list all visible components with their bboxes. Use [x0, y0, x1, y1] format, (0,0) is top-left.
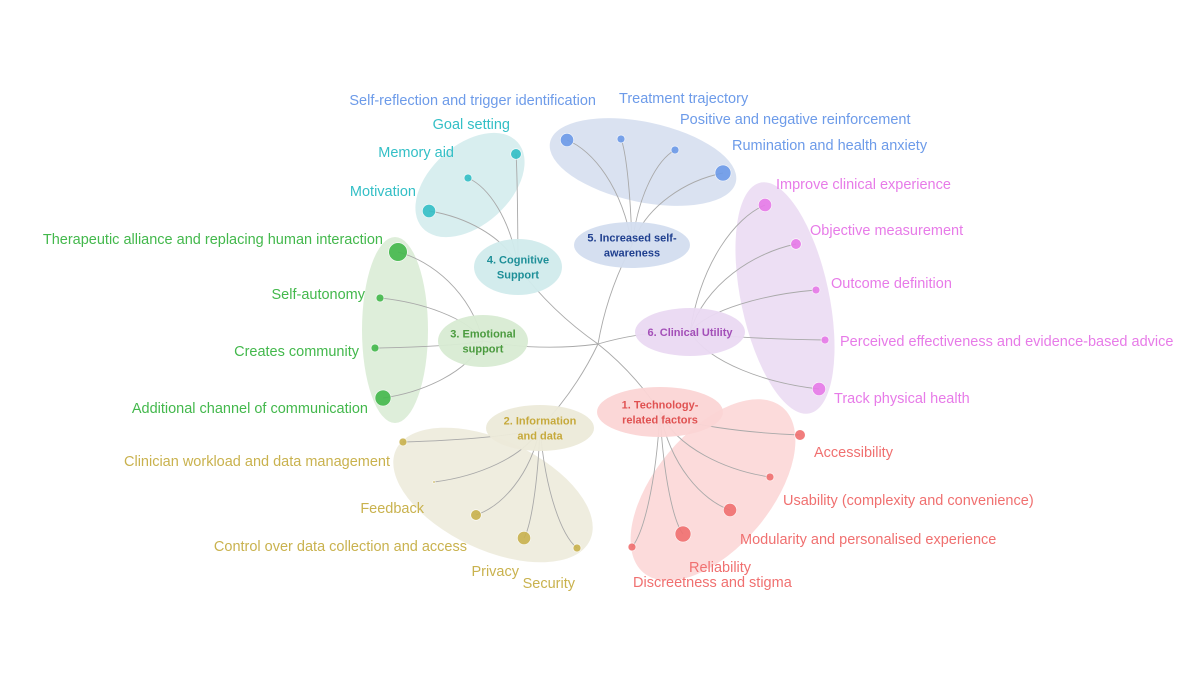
theme-label-increased-self-awareness-line-2: awareness [604, 248, 660, 260]
theme-label-emotional-support-line-1: 3. Emotional [450, 329, 515, 341]
leaf-label-clinician-workload-and-data-management: Clinician workload and data management [124, 454, 390, 470]
leaf-node-usability-complexity-and-convenience[interactable] [765, 472, 775, 482]
leaf-label-modularity-and-personalised-experience: Modularity and personalised experience [740, 532, 996, 548]
leaf-node-track-physical-health[interactable] [812, 382, 826, 396]
leaf-label-additional-channel-of-communication: Additional channel of communication [132, 401, 368, 417]
leaf-node-modularity-and-personalised-experience[interactable] [723, 503, 737, 517]
theme-label-cognitive-support-line-2: Support [497, 270, 539, 282]
leaf-label-perceived-effectiveness-and-evidence-based-advice: Perceived effectiveness and evidence-bas… [840, 334, 1173, 350]
leaf-clusters [362, 118, 835, 581]
leaf-node-privacy[interactable] [517, 531, 531, 545]
leaf-label-security: Security [523, 576, 576, 592]
theme-node-cognitive-support[interactable] [474, 239, 562, 295]
theme-node-emotional-support[interactable] [438, 315, 528, 367]
leaf-label-privacy: Privacy [471, 564, 519, 580]
leaf-node-objective-measurement[interactable] [790, 238, 802, 250]
theme-node-technology-related-factors[interactable] [597, 387, 723, 437]
leaf-nodes [370, 133, 830, 553]
leaf-node-feedback[interactable] [432, 480, 436, 484]
leaf-node-creates-community[interactable] [370, 343, 380, 353]
leaf-node-perceived-effectiveness-and-evidence-based-advice[interactable] [820, 335, 830, 345]
leaf-label-discreetness-and-stigma: Discreetness and stigma [633, 575, 793, 591]
leaf-label-outcome-definition: Outcome definition [831, 276, 952, 292]
leaf-node-rumination-and-health-anxiety[interactable] [714, 164, 732, 182]
leaf-label-objective-measurement: Objective measurement [810, 223, 963, 239]
theme-label-information-and-data-line-1: 2. Information [504, 416, 577, 428]
theme-node-increased-self-awareness[interactable] [574, 222, 690, 268]
cluster-cognitive-support [415, 132, 525, 238]
leaf-label-treatment-trajectory: Treatment trajectory [619, 91, 749, 107]
leaf-node-improve-clinical-experience[interactable] [758, 198, 772, 212]
leaf-node-security[interactable] [572, 543, 582, 553]
theme-label-information-and-data-line-2: and data [517, 431, 563, 443]
theme-node-clinical-utility[interactable] [635, 308, 745, 356]
theme-nodes: 1. Technology-related factors 2. Informat… [438, 222, 745, 451]
theme-label-technology-related-factors-line-1: 1. Technology- [622, 400, 699, 412]
leaf-label-reliability: Reliability [689, 560, 752, 576]
leaf-node-goal-setting[interactable] [510, 148, 522, 160]
theme-label-clinical-utility-line-1: 6. Clinical Utility [648, 327, 734, 339]
cluster-clinical-utility [735, 182, 835, 414]
leaf-node-accessibility[interactable] [794, 429, 806, 441]
leaf-node-positive-and-negative-reinforcement[interactable] [670, 145, 680, 155]
leaf-node-reliability[interactable] [674, 525, 692, 543]
leaf-label-motivation: Motivation [350, 184, 416, 200]
leaf-label-creates-community: Creates community [234, 344, 360, 360]
leaf-node-motivation[interactable] [422, 204, 436, 218]
cluster-emotional-support [362, 237, 428, 423]
leaf-label-self-reflection-and-trigger-identification: Self-reflection and trigger identificati… [349, 93, 596, 109]
leaf-node-clinician-workload-and-data-management[interactable] [398, 437, 408, 447]
theme-label-cognitive-support-line-1: 4. Cognitive [487, 255, 549, 267]
leaf-node-treatment-trajectory[interactable] [616, 134, 626, 144]
leaf-label-memory-aid: Memory aid [378, 145, 454, 161]
leaf-node-self-reflection-and-trigger-identification[interactable] [560, 133, 574, 147]
leaf-node-therapeutic-alliance-and-replacing-human-interaction[interactable] [388, 242, 408, 262]
leaf-label-usability-complexity-and-convenience: Usability (complexity and convenience) [783, 493, 1034, 509]
theme-label-increased-self-awareness-line-1: 5. Increased self- [587, 233, 677, 245]
theme-node-information-and-data[interactable] [486, 405, 594, 451]
theme-label-emotional-support-line-2: support [463, 344, 504, 356]
leaf-node-outcome-definition[interactable] [811, 285, 821, 295]
leaf-label-track-physical-health: Track physical health [834, 391, 970, 407]
leaf-node-memory-aid[interactable] [463, 173, 473, 183]
theme-label-technology-related-factors-line-2: related factors [622, 415, 698, 427]
leaf-label-control-over-data-collection-and-access: Control over data collection and access [214, 539, 467, 555]
leaf-label-goal-setting: Goal setting [433, 117, 510, 133]
leaf-node-additional-channel-of-communication[interactable] [374, 389, 392, 407]
leaf-label-positive-and-negative-reinforcement: Positive and negative reinforcement [680, 112, 911, 128]
leaf-label-therapeutic-alliance-and-replacing-human-interaction: Therapeutic alliance and replacing human… [43, 232, 383, 248]
leaf-node-discreetness-and-stigma[interactable] [627, 542, 637, 552]
leaf-label-rumination-and-health-anxiety: Rumination and health anxiety [732, 138, 928, 154]
leaf-node-control-over-data-collection-and-access[interactable] [470, 509, 482, 521]
cluster-information-and-data [393, 427, 593, 563]
leaf-label-improve-clinical-experience: Improve clinical experience [776, 177, 951, 193]
leaf-node-self-autonomy[interactable] [375, 293, 385, 303]
leaf-label-accessibility: Accessibility [814, 445, 894, 461]
cluster-technology-related-factors [630, 399, 796, 581]
leaf-label-self-autonomy: Self-autonomy [272, 287, 366, 303]
leaf-label-feedback: Feedback [360, 501, 424, 517]
